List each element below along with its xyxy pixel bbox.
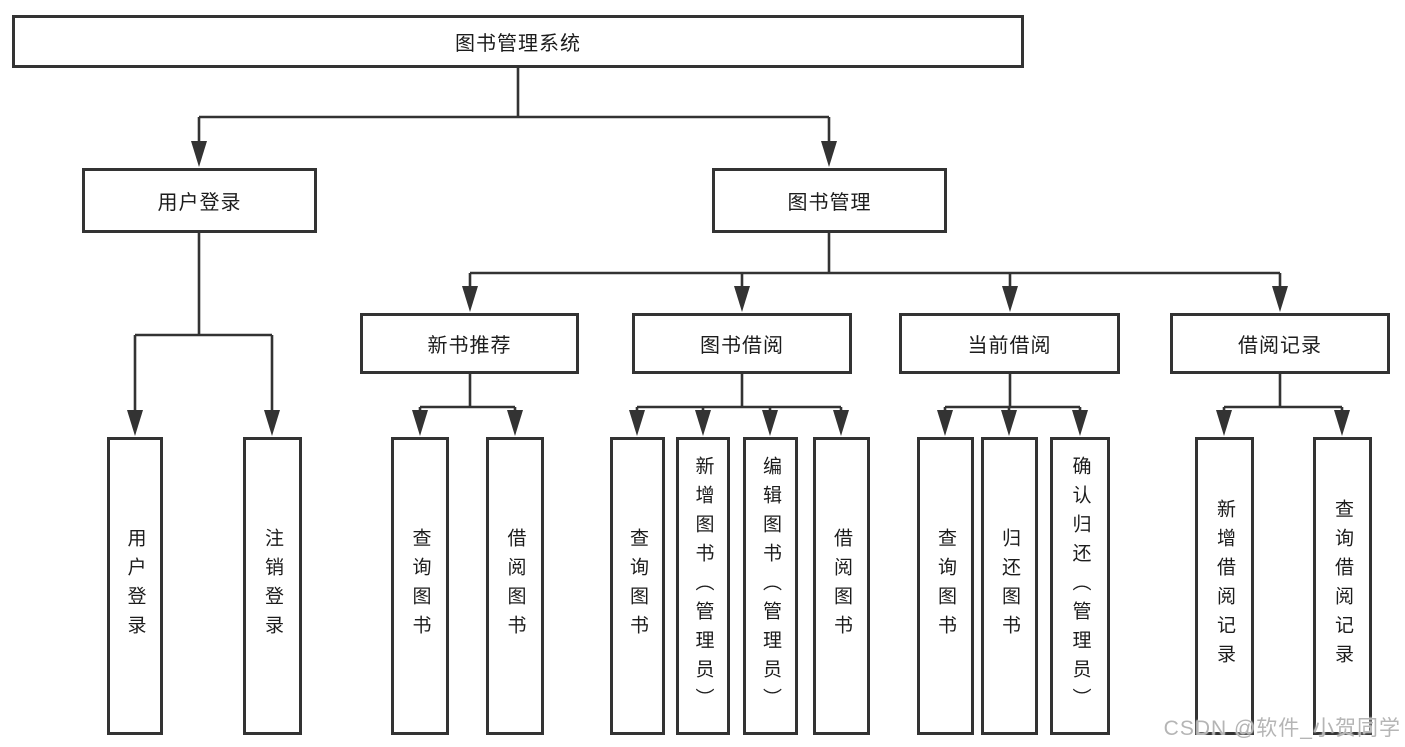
node-borrow-books-recommend-label: 借阅图书 (504, 528, 526, 644)
node-current-borrowing-label: 当前借阅 (967, 335, 1052, 357)
node-query-borrow-record-label: 查询借阅记录 (1332, 499, 1353, 673)
node-borrow-books-recommend: 借阅图书 (486, 437, 544, 735)
watermark-text: CSDN @软件_小贺同学 (1163, 717, 1401, 740)
node-book-borrowing-label: 图书借阅 (700, 335, 784, 357)
node-user-login-action-label: 用户登录 (124, 528, 146, 644)
node-current-borrowing: 当前借阅 (899, 313, 1120, 374)
node-return-books-label: 归还图书 (999, 528, 1020, 644)
node-borrowing-records-label: 借阅记录 (1238, 335, 1322, 357)
node-edit-books-admin: 编辑图书（管理员） (743, 437, 798, 735)
node-edit-books-admin-label: 编辑图书（管理员） (760, 455, 781, 717)
node-add-books-admin-label: 新增图书（管理员） (692, 455, 714, 717)
node-return-books: 归还图书 (981, 437, 1038, 735)
node-user-login-action: 用户登录 (107, 437, 163, 735)
node-add-books-admin: 新增图书（管理员） (676, 437, 730, 735)
node-add-borrow-record-label: 新增借阅记录 (1214, 499, 1235, 673)
node-root: 图书管理系统 (12, 15, 1024, 68)
node-user-login: 用户登录 (82, 168, 317, 233)
node-confirm-return-admin: 确认归还（管理员） (1050, 437, 1110, 735)
node-user-login-label: 用户登录 (157, 192, 242, 214)
node-borrow-books-borrowing: 借阅图书 (813, 437, 870, 735)
node-root-label: 图书管理系统 (455, 33, 581, 55)
node-query-borrow-record: 查询借阅记录 (1313, 437, 1372, 735)
node-borrowing-records: 借阅记录 (1170, 313, 1390, 374)
node-book-management: 图书管理 (712, 168, 947, 233)
node-query-books-current: 查询图书 (917, 437, 974, 735)
node-query-books-borrowing: 查询图书 (610, 437, 665, 735)
node-logout-action-label: 注销登录 (262, 528, 283, 644)
node-query-books-recommend-label: 查询图书 (409, 528, 431, 644)
node-new-book-recommend-label: 新书推荐 (427, 335, 512, 357)
node-logout-action: 注销登录 (243, 437, 302, 735)
node-query-books-borrowing-label: 查询图书 (627, 528, 648, 644)
node-book-borrowing: 图书借阅 (632, 313, 852, 374)
node-borrow-books-borrowing-label: 借阅图书 (831, 528, 852, 644)
node-confirm-return-admin-label: 确认归还（管理员） (1069, 455, 1091, 717)
node-query-books-recommend: 查询图书 (391, 437, 449, 735)
node-book-management-label: 图书管理 (787, 192, 872, 214)
node-add-borrow-record: 新增借阅记录 (1195, 437, 1254, 735)
node-new-book-recommend: 新书推荐 (360, 313, 579, 374)
node-query-books-current-label: 查询图书 (935, 528, 956, 644)
